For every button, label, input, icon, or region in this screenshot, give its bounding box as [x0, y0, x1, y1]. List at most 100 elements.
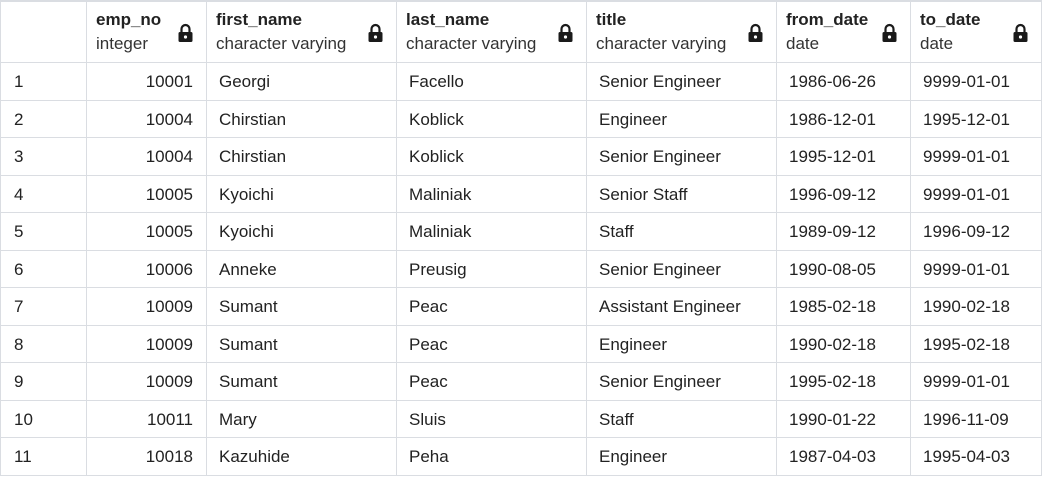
table-row[interactable]: 11 10018 Kazuhide Peha Engineer 1987-04-… — [0, 438, 1042, 476]
cell-first-name[interactable]: Kazuhide — [207, 438, 397, 476]
column-name: title — [596, 10, 627, 29]
row-number[interactable]: 4 — [0, 175, 87, 213]
cell-title[interactable]: Senior Engineer — [587, 250, 777, 288]
cell-last-name[interactable]: Maliniak — [397, 213, 587, 251]
table-row[interactable]: 3 10004 Chirstian Koblick Senior Enginee… — [0, 138, 1042, 176]
cell-to-date[interactable]: 9999-01-01 — [911, 175, 1042, 213]
cell-from-date[interactable]: 1986-12-01 — [777, 100, 911, 138]
cell-last-name[interactable]: Sluis — [397, 400, 587, 438]
table-row[interactable]: 4 10005 Kyoichi Maliniak Senior Staff 19… — [0, 175, 1042, 213]
cell-to-date[interactable]: 9999-01-01 — [911, 138, 1042, 176]
row-number[interactable]: 11 — [0, 438, 87, 476]
column-type: integer — [96, 34, 148, 53]
row-number[interactable]: 10 — [0, 400, 87, 438]
cell-from-date[interactable]: 1987-04-03 — [777, 438, 911, 476]
column-header-emp-no[interactable]: emp_no integer — [87, 2, 207, 63]
cell-last-name[interactable]: Peac — [397, 288, 587, 326]
row-number[interactable]: 2 — [0, 100, 87, 138]
cell-from-date[interactable]: 1986-06-26 — [777, 63, 911, 101]
cell-to-date[interactable]: 1996-11-09 — [911, 400, 1042, 438]
table-row[interactable]: 1 10001 Georgi Facello Senior Engineer 1… — [0, 63, 1042, 101]
row-number[interactable]: 3 — [0, 138, 87, 176]
cell-emp-no[interactable]: 10001 — [87, 63, 207, 101]
table-row[interactable]: 9 10009 Sumant Peac Senior Engineer 1995… — [0, 363, 1042, 401]
cell-first-name[interactable]: Sumant — [207, 363, 397, 401]
column-header-from-date[interactable]: from_date date — [777, 2, 911, 63]
cell-title[interactable]: Senior Staff — [587, 175, 777, 213]
cell-first-name[interactable]: Kyoichi — [207, 213, 397, 251]
cell-emp-no[interactable]: 10009 — [87, 363, 207, 401]
column-header-to-date[interactable]: to_date date — [911, 2, 1042, 63]
cell-from-date[interactable]: 1989-09-12 — [777, 213, 911, 251]
cell-last-name[interactable]: Peha — [397, 438, 587, 476]
cell-first-name[interactable]: Sumant — [207, 325, 397, 363]
cell-to-date[interactable]: 9999-01-01 — [911, 63, 1042, 101]
cell-last-name[interactable]: Maliniak — [397, 175, 587, 213]
cell-first-name[interactable]: Kyoichi — [207, 175, 397, 213]
cell-title[interactable]: Staff — [587, 400, 777, 438]
cell-to-date[interactable]: 1996-09-12 — [911, 213, 1042, 251]
cell-first-name[interactable]: Mary — [207, 400, 397, 438]
cell-emp-no[interactable]: 10005 — [87, 175, 207, 213]
cell-title[interactable]: Engineer — [587, 100, 777, 138]
table-row[interactable]: 8 10009 Sumant Peac Engineer 1990-02-18 … — [0, 325, 1042, 363]
cell-from-date[interactable]: 1995-02-18 — [777, 363, 911, 401]
column-header-last-name[interactable]: last_name character varying — [397, 2, 587, 63]
cell-from-date[interactable]: 1995-12-01 — [777, 138, 911, 176]
cell-from-date[interactable]: 1985-02-18 — [777, 288, 911, 326]
cell-last-name[interactable]: Peac — [397, 363, 587, 401]
cell-emp-no[interactable]: 10009 — [87, 325, 207, 363]
column-header-first-name[interactable]: first_name character varying — [207, 2, 397, 63]
cell-title[interactable]: Senior Engineer — [587, 363, 777, 401]
cell-from-date[interactable]: 1990-02-18 — [777, 325, 911, 363]
row-number[interactable]: 5 — [0, 213, 87, 251]
column-header-title[interactable]: title character varying — [587, 2, 777, 63]
table-row[interactable]: 5 10005 Kyoichi Maliniak Staff 1989-09-1… — [0, 213, 1042, 251]
row-number[interactable]: 1 — [0, 63, 87, 101]
cell-title[interactable]: Engineer — [587, 325, 777, 363]
cell-emp-no[interactable]: 10006 — [87, 250, 207, 288]
cell-last-name[interactable]: Koblick — [397, 138, 587, 176]
row-number[interactable]: 7 — [0, 288, 87, 326]
row-number[interactable]: 6 — [0, 250, 87, 288]
cell-first-name[interactable]: Chirstian — [207, 138, 397, 176]
cell-first-name[interactable]: Anneke — [207, 250, 397, 288]
cell-first-name[interactable]: Chirstian — [207, 100, 397, 138]
table-row[interactable]: 10 10011 Mary Sluis Staff 1990-01-22 199… — [0, 400, 1042, 438]
table-row[interactable]: 7 10009 Sumant Peac Assistant Engineer 1… — [0, 288, 1042, 326]
cell-to-date[interactable]: 9999-01-01 — [911, 250, 1042, 288]
cell-title[interactable]: Senior Engineer — [587, 63, 777, 101]
cell-title[interactable]: Assistant Engineer — [587, 288, 777, 326]
cell-emp-no[interactable]: 10005 — [87, 213, 207, 251]
cell-title[interactable]: Staff — [587, 213, 777, 251]
cell-title[interactable]: Senior Engineer — [587, 138, 777, 176]
table-row[interactable]: 2 10004 Chirstian Koblick Engineer 1986-… — [0, 100, 1042, 138]
cell-from-date[interactable]: 1990-01-22 — [777, 400, 911, 438]
header-row: emp_no integer first_name character vary… — [0, 2, 1042, 63]
table-row[interactable]: 6 10006 Anneke Preusig Senior Engineer 1… — [0, 250, 1042, 288]
column-type: character varying — [216, 34, 347, 53]
cell-emp-no[interactable]: 10018 — [87, 438, 207, 476]
cell-emp-no[interactable]: 10011 — [87, 400, 207, 438]
cell-to-date[interactable]: 1995-04-03 — [911, 438, 1042, 476]
cell-emp-no[interactable]: 10004 — [87, 138, 207, 176]
cell-last-name[interactable]: Preusig — [397, 250, 587, 288]
cell-last-name[interactable]: Facello — [397, 63, 587, 101]
cell-to-date[interactable]: 1995-12-01 — [911, 100, 1042, 138]
cell-to-date[interactable]: 1990-02-18 — [911, 288, 1042, 326]
cell-emp-no[interactable]: 10004 — [87, 100, 207, 138]
cell-first-name[interactable]: Sumant — [207, 288, 397, 326]
cell-to-date[interactable]: 9999-01-01 — [911, 363, 1042, 401]
row-number[interactable]: 8 — [0, 325, 87, 363]
cell-emp-no[interactable]: 10009 — [87, 288, 207, 326]
cell-first-name[interactable]: Georgi — [207, 63, 397, 101]
cell-last-name[interactable]: Koblick — [397, 100, 587, 138]
cell-from-date[interactable]: 1990-08-05 — [777, 250, 911, 288]
cell-last-name[interactable]: Peac — [397, 325, 587, 363]
row-number-header[interactable] — [0, 2, 87, 63]
cell-title[interactable]: Engineer — [587, 438, 777, 476]
cell-to-date[interactable]: 1995-02-18 — [911, 325, 1042, 363]
row-number[interactable]: 9 — [0, 363, 87, 401]
cell-from-date[interactable]: 1996-09-12 — [777, 175, 911, 213]
